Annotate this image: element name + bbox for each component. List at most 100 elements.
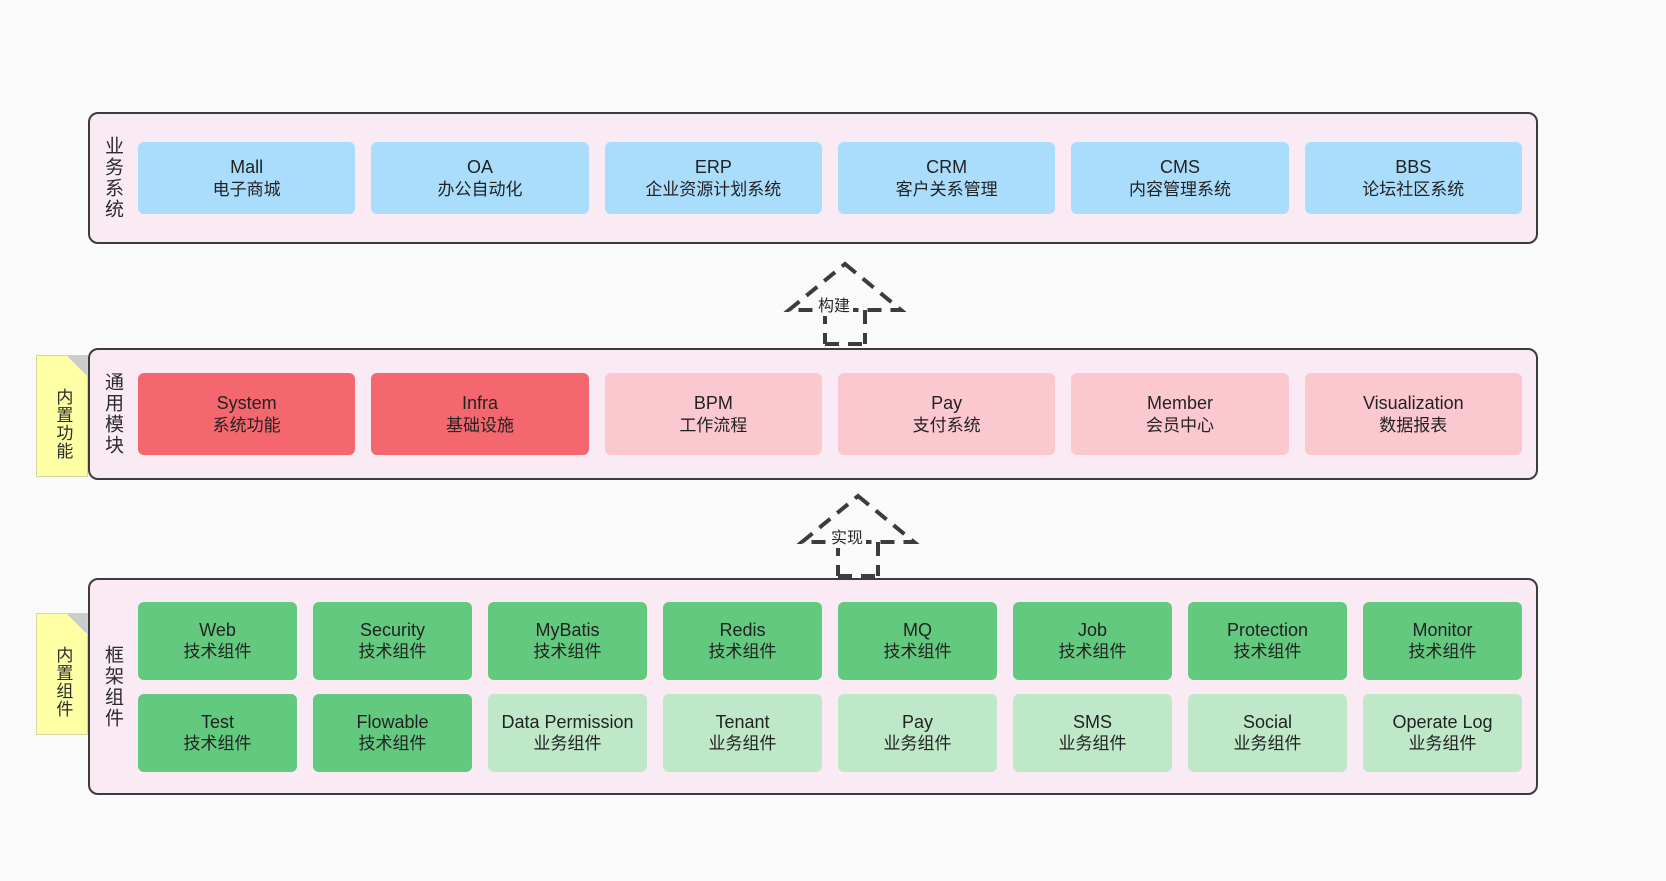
card-bpm-zh: 工作流程 bbox=[679, 415, 748, 435]
card-mybatis-en: MyBatis bbox=[535, 619, 600, 640]
card-infra-zh: 基础设施 bbox=[445, 415, 514, 435]
card-erp[interactable]: ERP 企业资源计划系统 bbox=[604, 142, 822, 214]
framework-business-row: Test 技术组件 Flowable 技术组件 Data Permission … bbox=[138, 693, 1522, 772]
card-visualization-zh: 数据报表 bbox=[1379, 415, 1448, 435]
card-infra[interactable]: Infra 基础设施 bbox=[371, 373, 589, 455]
card-flowable[interactable]: Flowable 技术组件 bbox=[313, 693, 472, 772]
card-crm[interactable]: CRM 客户关系管理 bbox=[837, 142, 1056, 214]
card-cms[interactable]: CMS 内容管理系统 bbox=[1071, 142, 1289, 214]
sticky-note-builtin-functions-label: 内置功能 bbox=[53, 388, 73, 460]
layer-title-common: 通用模块 bbox=[101, 372, 123, 456]
card-job-zh: 技术组件 bbox=[1058, 642, 1127, 662]
connector-build: 构建 bbox=[755, 258, 935, 346]
card-cms-zh: 内容管理系统 bbox=[1128, 179, 1231, 199]
card-mall-en: Mall bbox=[230, 157, 264, 178]
card-sms-zh: 业务组件 bbox=[1058, 734, 1127, 754]
card-tenant-zh: 业务组件 bbox=[708, 734, 777, 754]
card-bbs-en: BBS bbox=[1395, 157, 1432, 178]
card-operate-log[interactable]: Operate Log 业务组件 bbox=[1363, 693, 1522, 772]
card-redis-en: Redis bbox=[719, 619, 766, 640]
card-oa-en: OA bbox=[466, 157, 493, 178]
card-redis-zh: 技术组件 bbox=[708, 642, 777, 662]
card-tenant[interactable]: Tenant 业务组件 bbox=[663, 693, 822, 772]
card-test-zh: 技术组件 bbox=[183, 734, 252, 754]
card-social-zh: 业务组件 bbox=[1233, 734, 1302, 754]
card-operate-log-en: Operate Log bbox=[1392, 711, 1493, 732]
card-test-en: Test bbox=[200, 711, 234, 732]
card-flowable-en: Flowable bbox=[356, 711, 429, 732]
sticky-note-builtin-components: 内置组件 bbox=[36, 613, 88, 735]
common-card-row: System 系统功能 Infra 基础设施 BPM 工作流程 Pay 支付系统… bbox=[138, 373, 1522, 455]
card-tenant-en: Tenant bbox=[715, 711, 770, 732]
card-monitor-en: Monitor bbox=[1412, 619, 1473, 640]
layer-common-modules: 通用模块 System 系统功能 Infra 基础设施 BPM 工作流程 Pay bbox=[88, 348, 1538, 480]
card-member-zh: 会员中心 bbox=[1145, 415, 1214, 435]
card-crm-zh: 客户关系管理 bbox=[895, 179, 998, 199]
layer-business-systems: 业务系统 Mall 电子商城 OA 办公自动化 ERP 企业资源计划系统 CRM bbox=[88, 112, 1538, 244]
sticky-note-builtin-components-label: 内置组件 bbox=[53, 646, 73, 718]
card-web[interactable]: Web 技术组件 bbox=[138, 601, 297, 680]
card-social[interactable]: Social 业务组件 bbox=[1188, 693, 1347, 772]
card-data-permission-en: Data Permission bbox=[501, 711, 634, 732]
card-sms[interactable]: SMS 业务组件 bbox=[1013, 693, 1172, 772]
card-job[interactable]: Job 技术组件 bbox=[1013, 601, 1172, 680]
page-fold-icon bbox=[67, 614, 87, 634]
card-pay-component-zh: 业务组件 bbox=[883, 734, 952, 754]
card-mall[interactable]: Mall 电子商城 bbox=[138, 142, 356, 214]
card-social-en: Social bbox=[1242, 711, 1293, 732]
card-member-en: Member bbox=[1146, 393, 1213, 414]
card-mybatis[interactable]: MyBatis 技术组件 bbox=[488, 601, 647, 680]
layer-body-framework: Web 技术组件 Security 技术组件 MyBatis 技术组件 Redi… bbox=[134, 580, 1536, 793]
card-crm-en: CRM bbox=[926, 157, 968, 178]
sticky-note-builtin-functions: 内置功能 bbox=[36, 355, 88, 477]
card-mq-zh: 技术组件 bbox=[883, 642, 952, 662]
card-data-permission[interactable]: Data Permission 业务组件 bbox=[488, 693, 647, 772]
card-mq-en: MQ bbox=[903, 619, 932, 640]
card-web-en: Web bbox=[199, 619, 236, 640]
card-security-zh: 技术组件 bbox=[358, 642, 427, 662]
card-web-zh: 技术组件 bbox=[183, 642, 252, 662]
card-monitor[interactable]: Monitor 技术组件 bbox=[1363, 601, 1522, 680]
connector-build-label: 构建 bbox=[815, 292, 854, 316]
connector-implement: 实现 bbox=[768, 490, 948, 578]
card-data-permission-zh: 业务组件 bbox=[533, 734, 602, 754]
card-bbs[interactable]: BBS 论坛社区系统 bbox=[1304, 142, 1522, 214]
layer-framework-components: 框架组件 Web 技术组件 Security 技术组件 MyBatis 技术组件… bbox=[88, 578, 1538, 795]
connector-implement-label: 实现 bbox=[828, 524, 867, 548]
page-fold-icon bbox=[67, 356, 87, 376]
card-pay-module[interactable]: Pay 支付系统 bbox=[837, 373, 1056, 455]
card-bpm[interactable]: BPM 工作流程 bbox=[604, 373, 822, 455]
card-sms-en: SMS bbox=[1072, 711, 1112, 732]
framework-tech-row: Web 技术组件 Security 技术组件 MyBatis 技术组件 Redi… bbox=[138, 601, 1522, 680]
card-system-en: System bbox=[216, 393, 277, 414]
card-system[interactable]: System 系统功能 bbox=[138, 373, 356, 455]
card-visualization-en: Visualization bbox=[1362, 393, 1464, 414]
card-protection[interactable]: Protection 技术组件 bbox=[1188, 601, 1347, 680]
card-redis[interactable]: Redis 技术组件 bbox=[663, 601, 822, 680]
card-mybatis-zh: 技术组件 bbox=[533, 642, 602, 662]
card-mall-zh: 电子商城 bbox=[212, 179, 281, 199]
card-test[interactable]: Test 技术组件 bbox=[138, 693, 297, 772]
card-oa[interactable]: OA 办公自动化 bbox=[371, 142, 589, 214]
card-monitor-zh: 技术组件 bbox=[1408, 642, 1477, 662]
card-bbs-zh: 论坛社区系统 bbox=[1362, 179, 1465, 199]
card-security[interactable]: Security 技术组件 bbox=[313, 601, 472, 680]
card-pay-module-en: Pay bbox=[931, 393, 963, 414]
card-security-en: Security bbox=[359, 619, 426, 640]
card-system-zh: 系统功能 bbox=[212, 415, 281, 435]
layer-body-business: Mall 电子商城 OA 办公自动化 ERP 企业资源计划系统 CRM 客户关系… bbox=[134, 114, 1536, 242]
card-visualization[interactable]: Visualization 数据报表 bbox=[1304, 373, 1522, 455]
card-flowable-zh: 技术组件 bbox=[358, 734, 427, 754]
card-job-en: Job bbox=[1077, 619, 1108, 640]
card-member[interactable]: Member 会员中心 bbox=[1071, 373, 1289, 455]
card-operate-log-zh: 业务组件 bbox=[1408, 734, 1477, 754]
card-pay-module-zh: 支付系统 bbox=[912, 415, 981, 435]
card-cms-en: CMS bbox=[1159, 157, 1200, 178]
layer-body-common: System 系统功能 Infra 基础设施 BPM 工作流程 Pay 支付系统… bbox=[134, 350, 1536, 478]
card-mq[interactable]: MQ 技术组件 bbox=[838, 601, 997, 680]
card-protection-en: Protection bbox=[1226, 619, 1309, 640]
card-pay-component[interactable]: Pay 业务组件 bbox=[838, 693, 997, 772]
card-bpm-en: BPM bbox=[693, 393, 733, 414]
card-erp-en: ERP bbox=[694, 157, 732, 178]
